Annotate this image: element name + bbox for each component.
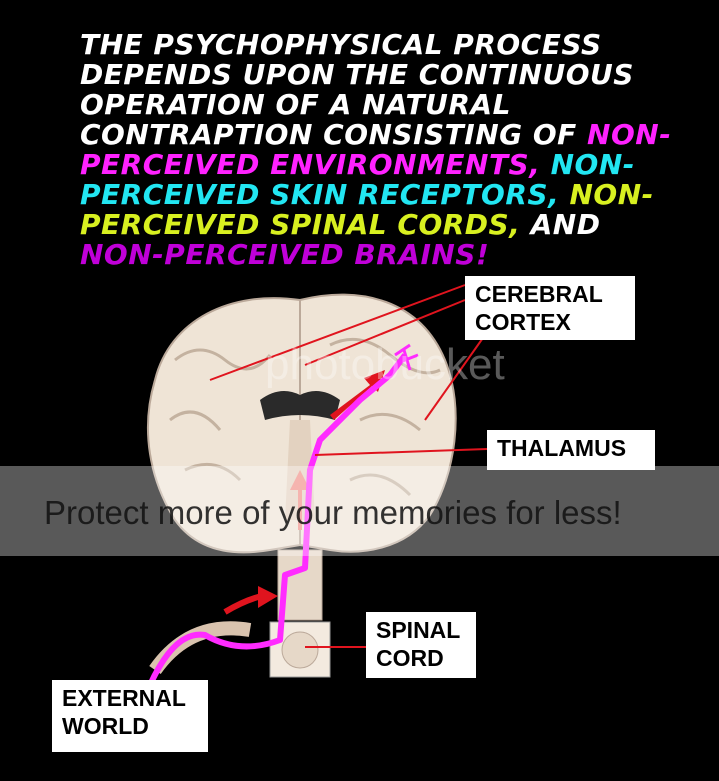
label-external-world-line1: EXTERNAL	[62, 685, 186, 711]
label-thalamus-text: THALAMUS	[497, 435, 627, 461]
caption-part-environments: non-perceived environments,	[80, 118, 672, 181]
caption-part-intro: The psychophysical process depends upon …	[80, 28, 634, 151]
label-cerebral-cortex: CEREBRAL CORTEX	[465, 276, 635, 340]
pointer-lines	[209, 284, 488, 648]
label-spinal-cord: SPINAL CORD	[366, 612, 476, 678]
label-spinal-cord-line2: CORD	[376, 645, 444, 671]
label-external-world: EXTERNAL WORLD	[52, 680, 208, 752]
watermark-text: Protect more of your memories for less!	[44, 494, 622, 531]
watermark-logo: photobucket	[265, 340, 505, 389]
neural-pathway	[147, 353, 408, 687]
label-cerebral-cortex-line1: CEREBRAL	[475, 281, 603, 307]
caption-part-spinal: non-perceived spinal cords,	[80, 178, 654, 241]
spinal-arrow	[223, 593, 263, 615]
caption-part-skin: non-perceived skin receptors,	[80, 148, 635, 211]
watermark-band	[0, 466, 719, 556]
label-thalamus: THALAMUS	[487, 430, 655, 470]
spinal-arrowhead	[258, 586, 278, 608]
caption-part-and: and	[530, 208, 601, 241]
cortex-arrow	[330, 370, 385, 420]
caption-text: The psychophysical process depends upon …	[80, 30, 680, 270]
pathway-terminal	[394, 343, 419, 371]
thalamus-arrow	[290, 470, 310, 530]
label-external-world-line2: WORLD	[62, 713, 149, 739]
caption-part-brains: non-perceived brains!	[80, 238, 490, 271]
label-cerebral-cortex-line2: CORTEX	[475, 309, 571, 335]
label-spinal-cord-line1: SPINAL	[376, 617, 461, 643]
